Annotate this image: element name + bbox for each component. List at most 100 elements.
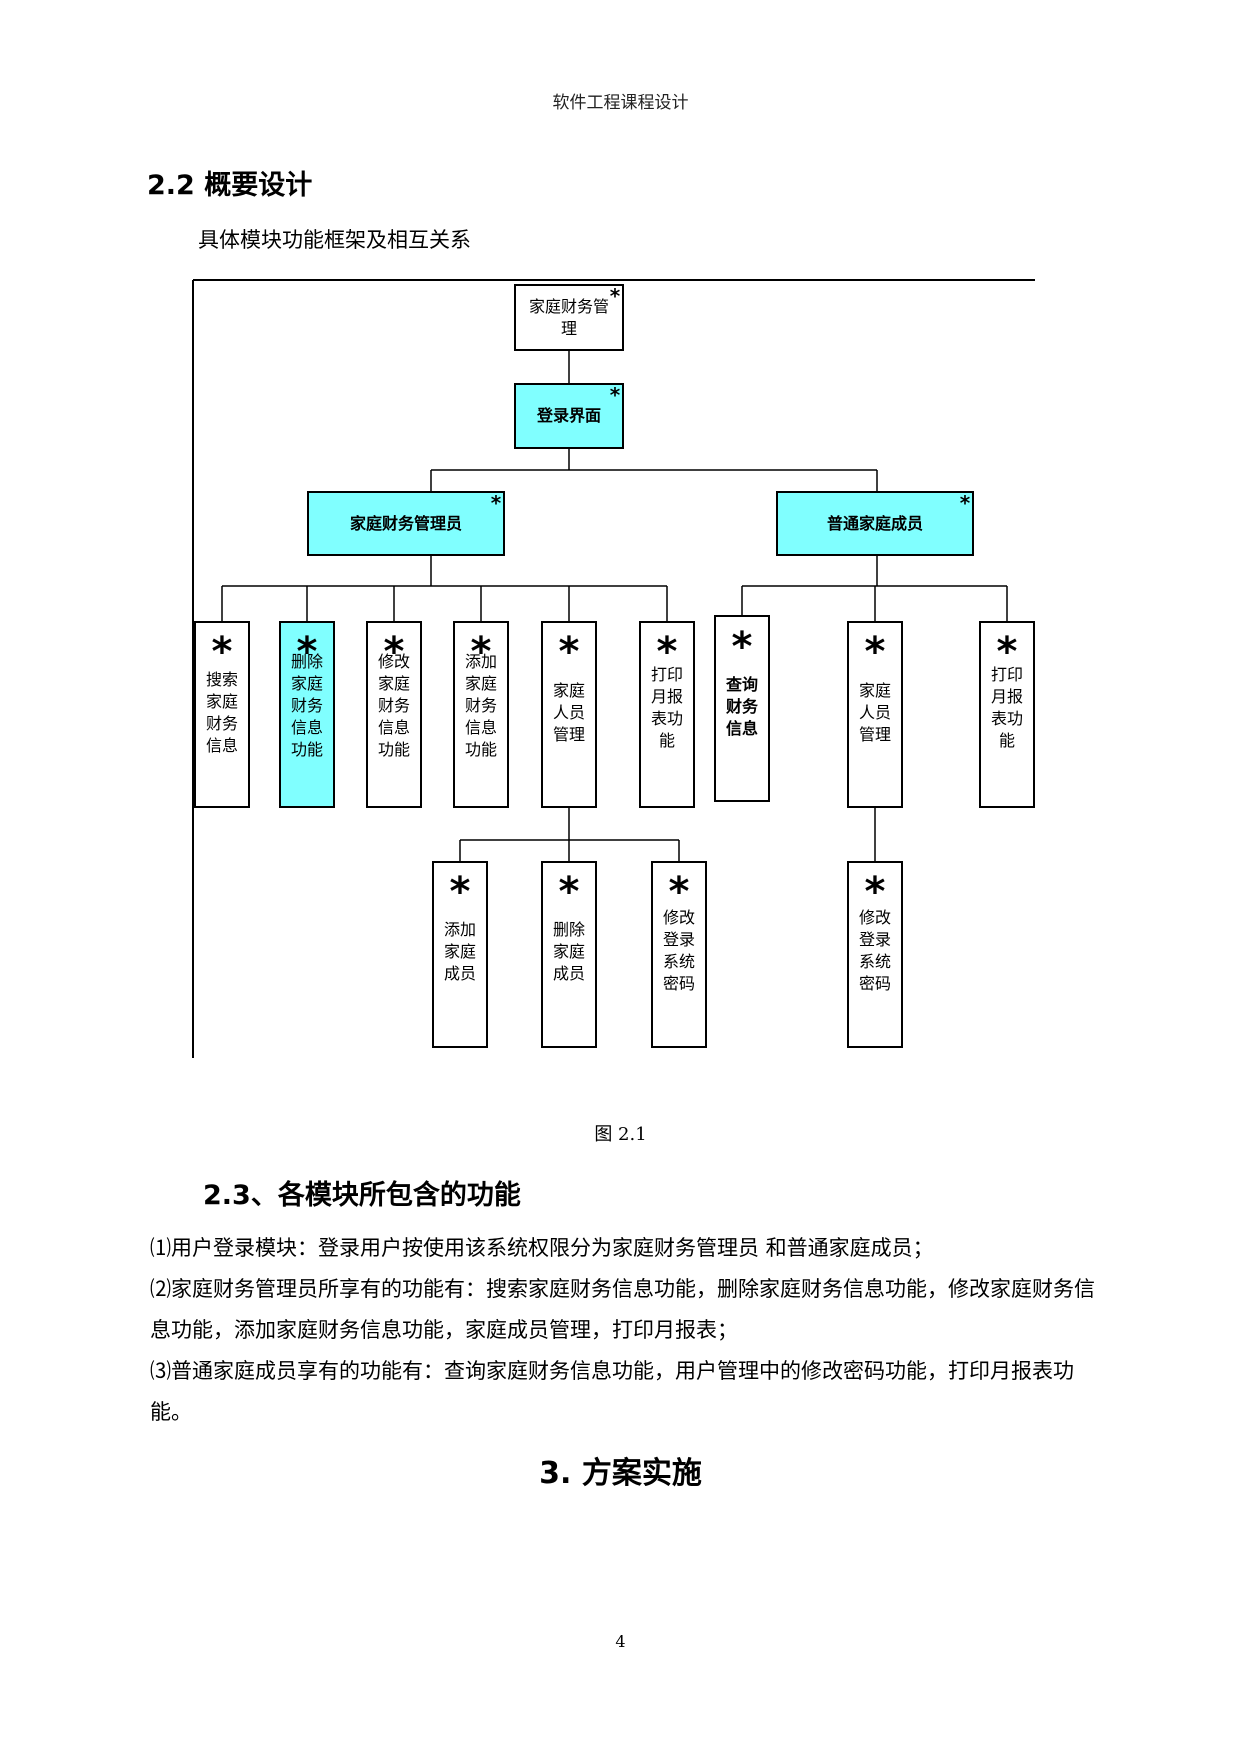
node-admin-child-1-label-3: 信息 [291, 718, 323, 737]
paragraph-2: ⑵家庭财务管理员所享有的功能有：搜索家庭财务信息功能，删除家庭财务信息功能，修改… [150, 1277, 1095, 1342]
node-member-child-0-box [714, 615, 770, 802]
node-admin-child-2-label-0: 修改 [378, 652, 410, 671]
node-member-child-2-label-1: 月报 [991, 687, 1023, 706]
node-admin-child-5-label-2: 表功 [651, 709, 683, 728]
node-person-child-2-star: * [669, 869, 690, 915]
node-admin-child-3-label-3: 信息 [465, 718, 497, 737]
node-admin-child-5: *打印月报表功能 [639, 621, 695, 808]
node-member-child-2-box [979, 621, 1035, 808]
node-admin-child-5-label-1: 月报 [651, 687, 683, 706]
paragraph-1: ⑴用户登录模块：登录用户按使用该系统权限分为家庭财务管理员 和普通家庭成员； [150, 1236, 934, 1260]
node-member: * 普通家庭成员 [776, 491, 974, 556]
node-member-child-1-label-2: 管理 [859, 725, 891, 744]
node-member-child-0-label-0: 查询 [726, 675, 758, 694]
node-person-child-1-box [541, 861, 597, 1048]
node-member-child-2-label-0: 打印 [991, 665, 1023, 684]
node-member-star: * [960, 491, 971, 515]
node-admin-child-1-label-1: 家庭 [291, 674, 323, 693]
node-admin: *家庭财务管理员 [307, 491, 505, 556]
node-admin-child-3-star: * [471, 629, 492, 675]
page-number: 4 [615, 1632, 626, 1651]
node-admin-star: * [491, 491, 502, 515]
node-admin-child-3: *添加家庭财务信息功能 [453, 621, 509, 808]
node-admin-child-4-label-2: 管理 [553, 725, 585, 744]
node-person-child-1-star: * [559, 869, 580, 915]
node-person-child-0-label-0: 添加 [444, 920, 476, 939]
node-member-child-0-label-2: 信息 [726, 719, 758, 738]
node-admin-child-4-label-0: 家庭 [553, 681, 585, 700]
section-heading-2-3: 2.3、各模块所包含的功能 [203, 1180, 521, 1211]
node-person-child-2-box [651, 861, 707, 1048]
node-login-box [514, 383, 624, 449]
node-admin-child-0-label-0: 搜索 [206, 670, 238, 689]
node-admin-child-1-label-0: 删除 [291, 652, 323, 671]
node-admin-child-4-box [541, 621, 597, 808]
paragraph-3: ⑶普通家庭成员享有的功能有：查询家庭财务信息功能，用户管理中的修改密码功能，打印… [150, 1359, 1074, 1424]
node-admin-child-3-label-2: 财务 [465, 696, 497, 715]
node-member-person-child-0-label-2: 系统 [859, 952, 891, 971]
node-member-child-0-label-1: 财务 [725, 697, 759, 716]
node-member-child-2-label-3: 能 [999, 731, 1015, 750]
node-member-child-2-label-2: 表功 [991, 709, 1023, 728]
module-hierarchy-diagram: *家庭财务管理*登录界面*家庭财务管理员*普通家庭成员*搜索家庭财务信息*删除家… [192, 279, 1035, 1058]
node-admin-child-1-label-2: 财务 [291, 696, 323, 715]
node-admin-child-5-star: * [657, 629, 678, 675]
node-member-person-child-0-label-3: 密码 [859, 974, 891, 993]
node-person-child-2-label-1: 登录 [663, 930, 695, 949]
node-person-child-0-label-1: 家庭 [444, 942, 476, 961]
node-admin-child-0-label-3: 信息 [206, 736, 238, 755]
node-admin-child-0: *搜索家庭财务信息 [194, 621, 250, 808]
node-root-star: * [610, 284, 621, 308]
section-heading-2-2: 2.2 概要设计 [147, 170, 313, 201]
figure-caption: 图 2.1 [594, 1124, 647, 1145]
node-admin-child-1-star: * [297, 629, 318, 675]
node-person-child-0-label-2: 成员 [444, 964, 476, 983]
node-admin-child-2-label-3: 信息 [378, 718, 410, 737]
node-member-child-1-star: * [865, 629, 886, 675]
node-admin-child-3-box [453, 621, 509, 808]
node-root-label-0: 家庭财务管 [529, 297, 609, 316]
node-admin-child-5-box [639, 621, 695, 808]
node-member-child-1-label-1: 人员 [859, 703, 891, 722]
node-admin-child-5-label-0: 打印 [651, 665, 683, 684]
node-person-child-2-label-0: 修改 [663, 908, 695, 927]
node-member-label-0: 普通家庭成员 [827, 514, 923, 533]
node-admin-child-1-label-4: 功能 [291, 740, 323, 759]
node-admin-child-3-label-4: 功能 [465, 740, 497, 759]
node-admin-child-0-box [194, 621, 250, 808]
node-person-child-0-star: * [450, 869, 471, 915]
node-root: *家庭财务管理 [514, 284, 624, 351]
node-admin-child-2-box [366, 621, 422, 808]
node-admin-child-3-label-1: 家庭 [465, 674, 497, 693]
node-member-person-child-0-label-0: 修改 [859, 908, 891, 927]
node-person-child-2-label-3: 密码 [663, 974, 695, 993]
node-person-child-0-box [432, 861, 488, 1048]
node-admin-child-3-label-0: 添加 [465, 652, 497, 671]
node-member-child-0-star: * [732, 624, 753, 670]
node-admin-child-0-label-1: 家庭 [206, 692, 238, 711]
node-admin-child-4-label-1: 人员 [553, 703, 585, 722]
node-admin-child-4-star: * [559, 629, 580, 675]
node-admin-box [307, 491, 505, 556]
node-member-child-2: *打印月报表功能 [979, 621, 1035, 808]
node-root-box [514, 284, 624, 351]
node-admin-child-2-label-4: 功能 [378, 740, 410, 759]
section-heading-3: 3. 方案实施 [539, 1456, 702, 1491]
section-2-3-body: ⑴用户登录模块：登录用户按使用该系统权限分为家庭财务管理员 和普通家庭成员； ⑵… [150, 1228, 1095, 1433]
node-admin-child-0-star: * [212, 629, 233, 675]
page-header: 软件工程课程设计 [552, 93, 689, 113]
node-login-star: * [610, 383, 621, 407]
node-admin-child-2-label-2: 财务 [378, 696, 410, 715]
node-member-box [776, 491, 974, 556]
node-member-child-1-box [847, 621, 903, 808]
node-person-child-1-label-2: 成员 [553, 964, 585, 983]
node-person-child-1-label-0: 删除 [553, 920, 585, 939]
node-member-child-2-star: * [997, 629, 1018, 675]
node-login: *登录界面 [514, 383, 624, 449]
